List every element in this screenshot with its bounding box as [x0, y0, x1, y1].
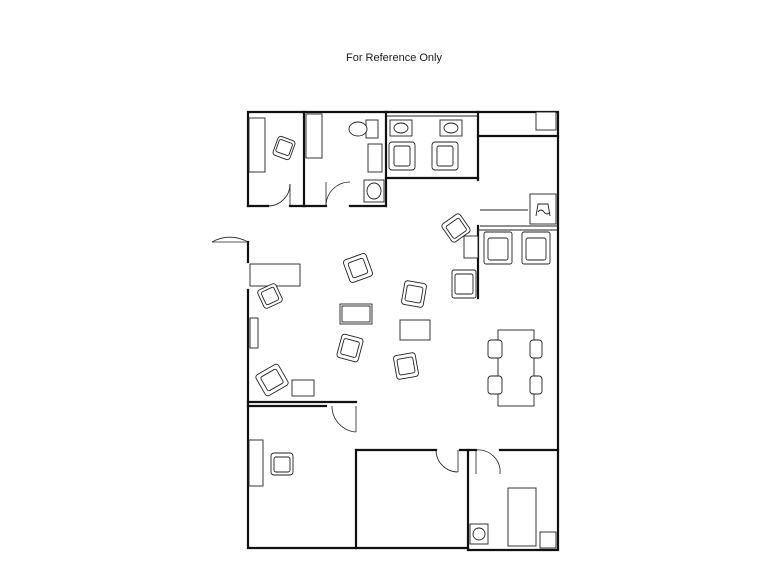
armchair-icon [255, 363, 289, 397]
doors [211, 181, 501, 475]
closet [305, 113, 323, 159]
armchair-icon [451, 269, 477, 299]
armchair-icon [343, 253, 373, 283]
waiting-area-right [451, 231, 551, 299]
reception-desk [249, 263, 315, 397]
interior-walls [246, 110, 560, 550]
office-top-left [248, 117, 296, 173]
toilet-icon [348, 119, 379, 139]
wash-station [388, 119, 463, 171]
exterior-walls [246, 110, 560, 552]
sink-icon [363, 179, 385, 203]
armchair-icon [483, 231, 513, 265]
coffee-table [399, 319, 431, 341]
armchair-icon [441, 213, 471, 243]
reference-caption: For Reference Only [346, 52, 442, 64]
utility-room [529, 111, 557, 225]
conference-table [487, 329, 543, 407]
equipment-box [529, 193, 557, 225]
armchair-icon [272, 135, 296, 161]
reception-seating [336, 213, 471, 380]
bathroom [348, 119, 385, 203]
office-bottom-right [469, 487, 557, 549]
salon-chair-icon [431, 141, 459, 171]
armchair-icon [336, 333, 364, 363]
armchair-icon [393, 352, 419, 380]
office-bottom-left [248, 439, 294, 487]
pump-symbol-icon [535, 203, 551, 217]
armchair-icon [521, 231, 551, 265]
armchair-icon [257, 283, 283, 309]
armchair-icon [270, 452, 294, 476]
armchair-icon [401, 280, 427, 308]
salon-chair-icon [388, 141, 416, 171]
